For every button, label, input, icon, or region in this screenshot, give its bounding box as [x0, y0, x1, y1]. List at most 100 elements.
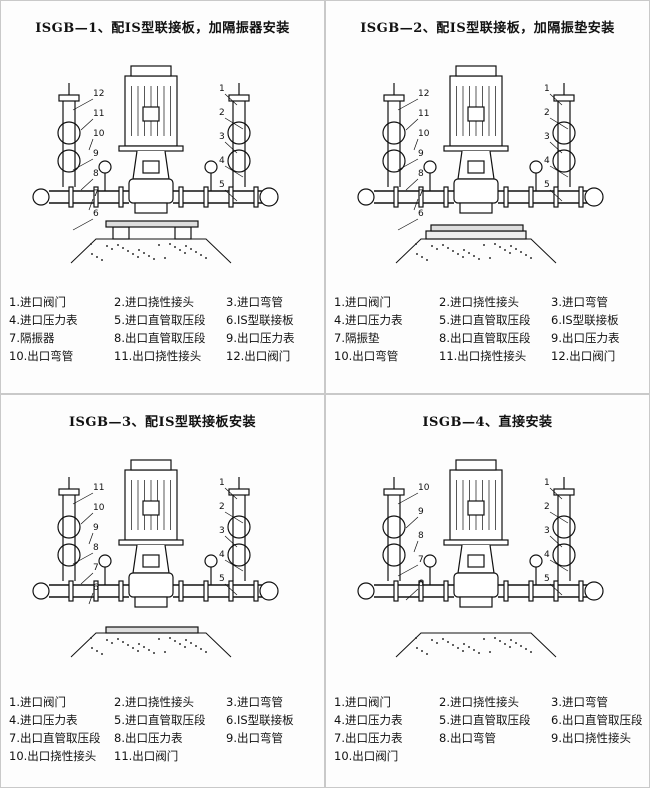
- callout-2: 2: [544, 502, 550, 512]
- inlet-valve: [584, 187, 604, 207]
- leader-line: [405, 118, 419, 131]
- connection-plate: [105, 220, 199, 228]
- pipe-flange: [503, 580, 509, 602]
- legend-item: 5.进口直管取压段: [114, 713, 206, 727]
- inlet-flexible-joint: [552, 543, 576, 567]
- pump-foot: [134, 596, 168, 608]
- outlet-end: [32, 188, 50, 206]
- ground-dot: [132, 647, 134, 649]
- outlet-pressure-gauge: [423, 554, 437, 568]
- leader-line: [72, 158, 94, 171]
- callout-10: 10: [93, 503, 105, 513]
- ground-dot: [96, 256, 98, 258]
- isolator-left: [112, 226, 130, 240]
- ground-dot: [158, 244, 160, 246]
- ground-dot: [463, 249, 465, 251]
- ground-dot: [468, 646, 470, 648]
- outlet-end: [357, 582, 375, 600]
- callout-4: 4: [219, 550, 225, 560]
- ground-dot: [510, 639, 512, 641]
- legend-item: 8.出口直管取压段: [114, 331, 206, 345]
- pipe-flange: [503, 186, 509, 208]
- pipe-flange: [253, 580, 259, 602]
- outlet-joint-upper: [57, 121, 81, 145]
- callout-5: 5: [219, 574, 225, 584]
- callout-8: 8: [418, 169, 424, 179]
- legend-item: 1.进口阀门: [334, 695, 391, 709]
- ground-dot: [91, 253, 93, 255]
- ground-dot: [179, 249, 181, 251]
- inlet-valve: [584, 581, 604, 601]
- ground-dot: [530, 257, 532, 259]
- ground-dot: [127, 644, 129, 646]
- ground-dot: [520, 251, 522, 253]
- ground-dot: [452, 250, 454, 252]
- leader-line: [397, 492, 419, 505]
- pipe-flange: [443, 580, 449, 602]
- outlet-flexible-joint: [57, 543, 81, 567]
- inlet-valve: [259, 187, 279, 207]
- ground-dot: [504, 249, 506, 251]
- legend-item: 5.进口直管取压段: [439, 313, 531, 327]
- ground-dot: [436, 642, 438, 644]
- legend-item: 10.出口阀门: [334, 749, 399, 763]
- ground-dot: [489, 257, 491, 259]
- terminal-box: [142, 500, 160, 516]
- pump-foot: [134, 202, 168, 214]
- isolation-pad: [425, 230, 527, 240]
- callout-2: 2: [219, 502, 225, 512]
- motor-flange: [118, 539, 184, 546]
- leader-line: [405, 516, 419, 529]
- inlet-pressure-gauge: [204, 160, 218, 174]
- ground-dot: [525, 648, 527, 650]
- callout-3: 3: [544, 526, 550, 536]
- connection-plate: [430, 224, 524, 232]
- ground-dot: [138, 249, 140, 251]
- leader-line: [224, 165, 244, 178]
- legend-item: 7.隔振器: [9, 331, 55, 345]
- legend-item: 4.进口压力表: [9, 713, 78, 727]
- ground-dot: [185, 245, 187, 247]
- ground-dot: [106, 639, 108, 641]
- ground-dot: [457, 647, 459, 649]
- inlet-pressure-gauge: [529, 160, 543, 174]
- inlet-flexible-joint: [552, 149, 576, 173]
- callout-12: 12: [418, 89, 429, 99]
- ground-dot: [117, 638, 119, 640]
- outlet-joint-upper: [382, 515, 406, 539]
- leader-line: [224, 189, 238, 202]
- pipe-flange: [93, 580, 99, 602]
- pipe-flange: [528, 186, 534, 208]
- motor-cap: [130, 65, 172, 77]
- pipe-flange: [93, 186, 99, 208]
- ground-dot: [122, 247, 124, 249]
- ground-dot: [148, 649, 150, 651]
- inlet-joint-upper: [552, 515, 576, 539]
- ground-dot: [137, 256, 139, 258]
- callout-5: 5: [544, 574, 550, 584]
- legend-item: 9.出口压力表: [226, 331, 295, 345]
- leader-line: [88, 592, 94, 605]
- coupling: [142, 160, 160, 174]
- outlet-valve-flange: [58, 488, 80, 496]
- outlet-valve-flange: [383, 94, 405, 102]
- callout-7: 7: [93, 189, 99, 199]
- leader-line: [549, 93, 563, 106]
- pipe-flange: [118, 186, 124, 208]
- ground-dot: [164, 651, 166, 653]
- leader-line: [72, 98, 94, 111]
- legend-item: 9.出口压力表: [551, 331, 620, 345]
- pipe-flange: [418, 580, 424, 602]
- callout-4: 4: [544, 156, 550, 166]
- ground-dot: [127, 250, 129, 252]
- ground-dot: [132, 253, 134, 255]
- leader-line: [80, 512, 94, 525]
- legend-item: 6.IS型联接板: [551, 313, 619, 327]
- ground-dot: [457, 253, 459, 255]
- connection-plate: [105, 626, 199, 634]
